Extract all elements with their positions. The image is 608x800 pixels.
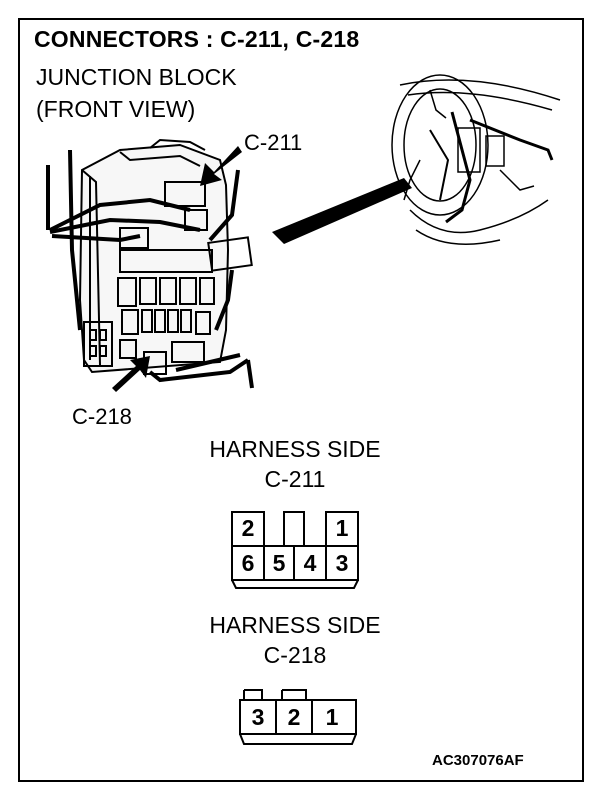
harness-side-c211-heading: HARNESS SIDE	[209, 436, 381, 462]
dashboard-detail	[391, 74, 561, 245]
front-view-label: (FRONT VIEW)	[36, 96, 196, 122]
c218-pin-3: 3	[251, 704, 265, 730]
figure-frame	[18, 18, 584, 782]
c211-pin-6: 6	[241, 550, 255, 576]
c211-pin-1: 1	[335, 515, 349, 541]
c218-pin-2: 2	[287, 704, 301, 730]
location-pointer	[272, 178, 412, 244]
figure-code: AC307076AF	[432, 752, 524, 769]
callout-c211-label: C-211	[244, 130, 303, 155]
c211-pin-4: 4	[303, 550, 317, 576]
wire-harness	[46, 149, 254, 389]
c218-pin-1: 1	[325, 704, 339, 730]
c211-pin-3: 3	[335, 550, 349, 576]
c211-pin-5: 5	[272, 550, 286, 576]
figure-title: CONNECTORS : C-211, C-218	[34, 26, 360, 52]
callout-arrows	[112, 146, 242, 392]
c211-pin-2: 2	[241, 515, 255, 541]
harness-side-c218-connector: C-218	[263, 642, 327, 668]
harness-side-c218-heading: HARNESS SIDE	[209, 612, 381, 638]
harness-side-c211-connector: C-211	[264, 466, 326, 492]
callout-c218-label: C-218	[72, 404, 132, 429]
junction-block-label: JUNCTION BLOCK	[36, 64, 237, 90]
